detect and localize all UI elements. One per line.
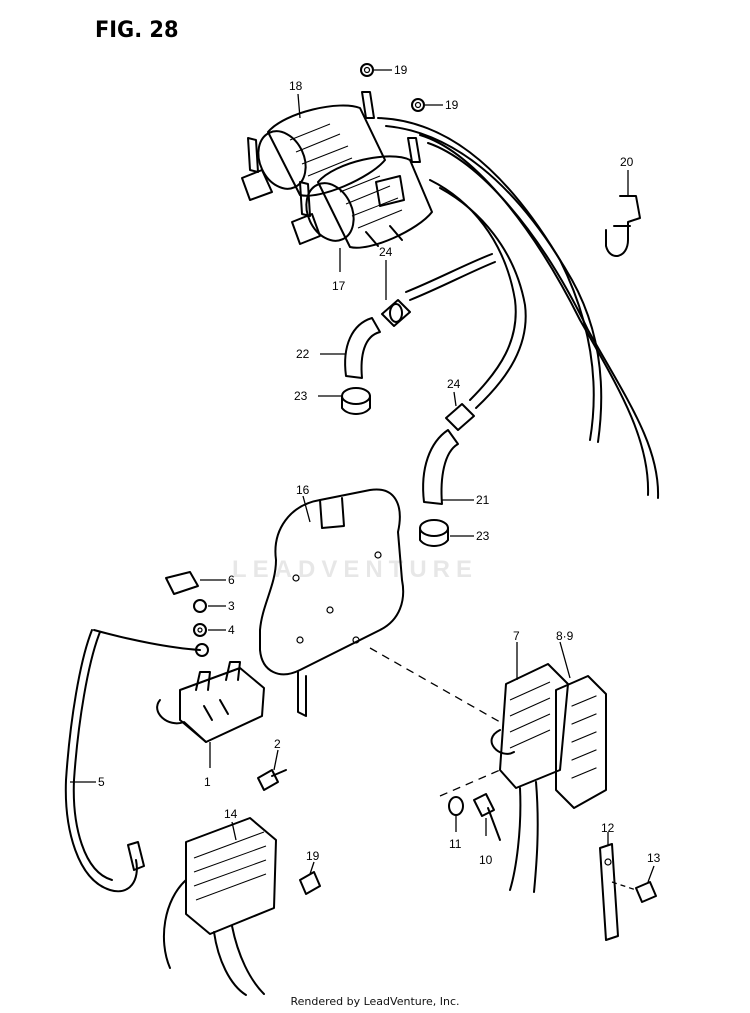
nut-19-top-a[interactable] (360, 63, 374, 77)
callout-21: 21 (476, 493, 490, 507)
bolt-19-lower[interactable] (299, 871, 321, 895)
starter-relay-1[interactable] (156, 661, 265, 743)
callout-20: 20 (620, 155, 634, 169)
cap-seal-24-upper[interactable] (381, 299, 411, 327)
callout-8-9: 8·9 (556, 629, 574, 643)
callout-18: 18 (289, 79, 303, 93)
callout-3: 3 (228, 599, 235, 613)
watermark-text: LEADVENTURE (232, 556, 479, 583)
screw-10[interactable] (473, 793, 501, 841)
ignition-coil-18[interactable] (241, 91, 386, 201)
clamp-20[interactable] (605, 195, 641, 257)
callout-19b: 19 (445, 98, 459, 112)
callout-1: 1 (204, 775, 211, 789)
fuse-cover-8-9[interactable] (555, 675, 607, 809)
callout-11: 11 (449, 837, 462, 851)
callouts: 19 19 18 20 17 24 22 23 24 21 23 16 6 3 … (70, 63, 661, 883)
starter-lead-5[interactable] (64, 629, 209, 893)
nut-19-top-b[interactable] (411, 98, 425, 112)
callout-24a: 24 (379, 245, 393, 259)
callout-16: 16 (296, 483, 310, 497)
callout-13: 13 (647, 851, 661, 865)
callout-19a: 19 (394, 63, 408, 77)
terminal-cap-6[interactable] (165, 571, 199, 595)
figure-title: FIG. 28 (95, 18, 179, 43)
callout-17: 17 (332, 279, 346, 293)
callout-7: 7 (513, 629, 520, 643)
washer-11[interactable] (448, 796, 464, 816)
fuse-box-7[interactable] (490, 663, 569, 893)
regulator-14[interactable] (162, 817, 277, 996)
callout-23b: 23 (476, 529, 490, 543)
callout-5: 5 (98, 775, 105, 789)
bolt-13[interactable] (611, 881, 657, 903)
callout-23a: 23 (294, 389, 308, 403)
relay-bolt-2[interactable] (257, 769, 287, 791)
ignition-coil-17[interactable] (291, 137, 433, 249)
plug-cover-23-lower[interactable] (419, 519, 449, 547)
callout-10: 10 (479, 853, 493, 867)
callout-6: 6 (228, 573, 235, 587)
callout-4: 4 (228, 623, 235, 637)
clamp-12[interactable] (599, 843, 619, 941)
nut-3[interactable] (193, 599, 207, 613)
footer-credit: Rendered by LeadVenture, Inc. (290, 995, 460, 1008)
plug-cap-21[interactable] (422, 429, 459, 505)
washer-4[interactable] (193, 623, 207, 637)
high-tension-cords (377, 117, 660, 499)
callout-24b: 24 (447, 377, 461, 391)
callout-19c: 19 (306, 849, 320, 863)
callout-2: 2 (274, 737, 281, 751)
plug-cover-23-upper[interactable] (341, 387, 371, 415)
plug-cap-22[interactable] (344, 317, 381, 379)
callout-12: 12 (601, 821, 615, 835)
callout-22: 22 (296, 347, 310, 361)
bracket-plate-16[interactable] (259, 488, 501, 723)
callout-14: 14 (224, 807, 238, 821)
cap-seal-24-lower[interactable] (445, 403, 475, 431)
